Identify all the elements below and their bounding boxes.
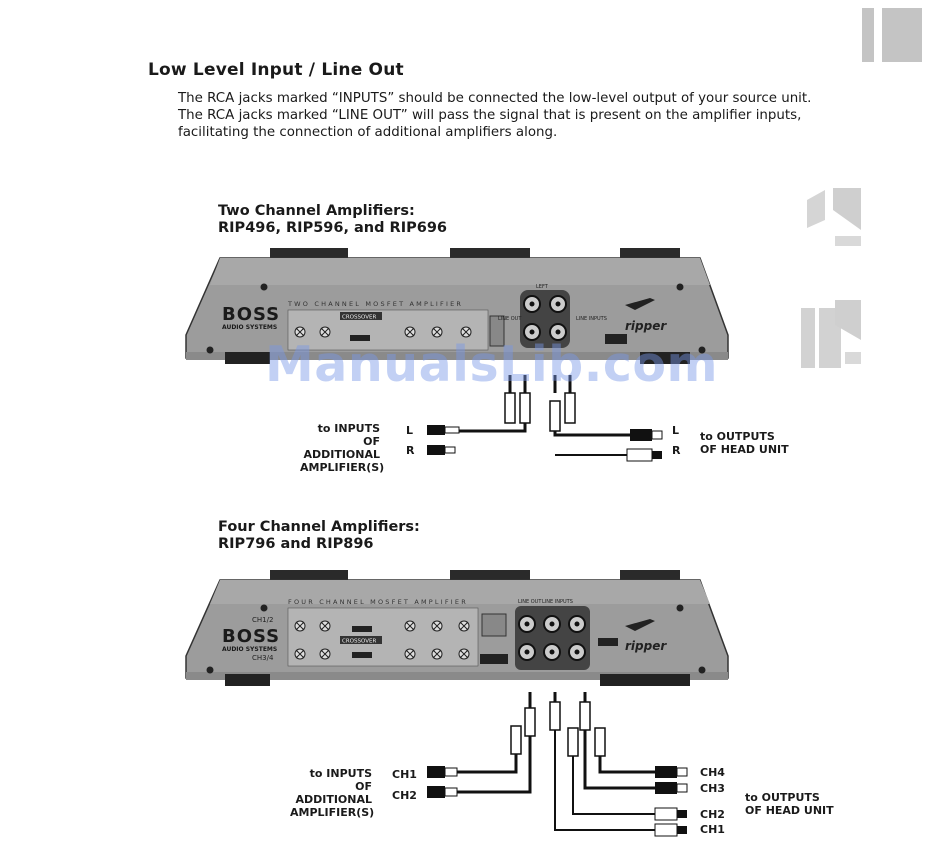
four-right-ch3: CH3	[700, 782, 725, 795]
label-line: OF HEAD UNIT	[700, 443, 789, 456]
two-right-ch-r: R	[672, 444, 681, 457]
four-channel-model-line: RIP796 and RIP896	[218, 536, 374, 552]
brand-sub: AUDIO SYSTEMS	[222, 646, 277, 653]
ch12-label: CH1/2	[252, 616, 273, 624]
four-left-ch1: CH1	[392, 768, 417, 781]
screw-icon	[260, 604, 268, 612]
four-right-ch4: CH4	[700, 766, 725, 779]
screw-icon	[206, 346, 214, 354]
two-channel-model-line: RIP496, RIP596, and RIP696	[218, 220, 448, 236]
brand-logo: BOSS	[222, 626, 280, 647]
panel-label: TWO CHANNEL MOSFET AMPLIFIER	[287, 300, 463, 308]
brand-sub: AUDIO SYSTEMS	[222, 324, 277, 331]
four-left-ch2: CH2	[392, 789, 417, 802]
two-channel-title-line: Two Channel Amplifiers:	[218, 203, 415, 219]
line-inputs-label: LINE INPUTS	[542, 599, 573, 605]
four-right-ch2: CH2	[700, 808, 725, 821]
two-right-ch-l: L	[672, 424, 680, 437]
two-right-destination: to OUTPUTS OF HEAD UNIT	[700, 430, 789, 456]
side-tab-glyphs	[801, 188, 861, 368]
ripper-logo: ripper	[625, 319, 667, 333]
label-line: to INPUTS OF	[317, 422, 380, 448]
label-line: to INPUTS OF	[309, 767, 372, 793]
two-left-ch-r: R	[406, 444, 415, 457]
label-line: OF HEAD UNIT	[745, 804, 834, 817]
label-line: to OUTPUTS	[700, 430, 775, 443]
crossover-label: CROSSOVER	[342, 639, 376, 645]
four-left-destination: to INPUTS OF ADDITIONAL AMPLIFIER(S)	[290, 767, 375, 819]
page-tab-block	[862, 8, 874, 62]
ripper-logo: ripper	[625, 639, 667, 653]
paragraph-line: The RCA jacks marked “LINE OUT” will pas…	[178, 108, 802, 123]
label-line: to OUTPUTS	[745, 791, 820, 804]
watermark: ManualsLib.com	[265, 336, 719, 393]
page-tab-block	[882, 8, 922, 62]
line-inputs-label: LINE INPUTS	[576, 316, 607, 322]
two-channel-wiring	[427, 375, 663, 462]
ch34-label: CH3/4	[252, 654, 274, 662]
intro-paragraph: The RCA jacks marked “INPUTS” should be …	[178, 90, 838, 141]
screw-icon	[676, 283, 684, 291]
screw-icon	[206, 666, 214, 674]
two-left-destination: to INPUTS OF ADDITIONAL AMPLIFIER(S)	[300, 422, 385, 474]
label-line: AMPLIFIER(S)	[290, 806, 375, 819]
two-channel-amplifier-diagram: BOSS AUDIO SYSTEMS TWO CHANNEL MOSFET AM…	[185, 248, 729, 364]
screw-icon	[260, 283, 268, 291]
brand-logo: BOSS	[222, 304, 280, 325]
line-out-label: LINE OUT	[498, 316, 522, 322]
screw-icon	[676, 604, 684, 612]
paragraph-line: facilitating the connection of additiona…	[178, 125, 558, 140]
four-channel-amplifier-diagram: BOSS AUDIO SYSTEMS FOUR CHANNEL MOSFET A…	[185, 570, 729, 686]
label-line: AMPLIFIER(S)	[300, 461, 385, 474]
two-left-ch-l: L	[406, 424, 414, 437]
label-line: ADDITIONAL	[295, 793, 372, 806]
line-out-label: LINE OUT	[518, 599, 542, 605]
four-channel-wiring	[427, 692, 688, 837]
two-channel-title: Two Channel Amplifiers: RIP496, RIP596, …	[218, 203, 447, 237]
four-right-ch1: CH1	[700, 823, 725, 836]
section-title: Low Level Input / Line Out	[148, 60, 404, 80]
label-line: ADDITIONAL	[303, 448, 380, 461]
left-label: LEFT	[536, 284, 549, 290]
screw-icon	[698, 346, 706, 354]
four-channel-title-line: Four Channel Amplifiers:	[218, 519, 420, 535]
crossover-label: CROSSOVER	[342, 315, 376, 321]
paragraph-line: The RCA jacks marked “INPUTS” should be …	[178, 91, 812, 106]
panel-label: FOUR CHANNEL MOSFET AMPLIFIER	[288, 598, 468, 606]
four-channel-title: Four Channel Amplifiers: RIP796 and RIP8…	[218, 519, 420, 553]
screw-icon	[698, 666, 706, 674]
four-right-destination: to OUTPUTS OF HEAD UNIT	[745, 791, 834, 817]
